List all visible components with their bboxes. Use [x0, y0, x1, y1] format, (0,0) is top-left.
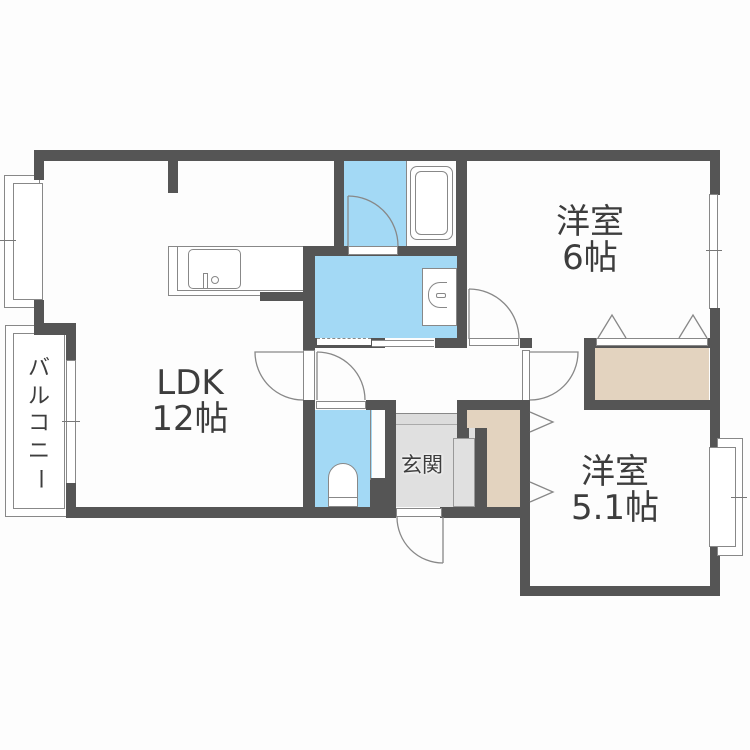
- wall-toilet-right: [385, 400, 396, 518]
- wall-ldk-left-top: [66, 323, 76, 361]
- wall-ldk-right-upper: [334, 150, 344, 246]
- wall-entrance-right2: [475, 400, 487, 518]
- wall-entrance-top: [457, 400, 530, 410]
- entrance-label: 玄関: [401, 453, 443, 477]
- wall-room2-bottom: [520, 586, 720, 596]
- wall-right-room1-lower: [710, 308, 720, 408]
- wall-washroom-bottom-right: [435, 338, 467, 348]
- wall-closet-left: [584, 338, 595, 410]
- storage-entrance: [487, 410, 521, 507]
- bath-area: [344, 161, 406, 246]
- wall-room2-left: [520, 400, 530, 596]
- toilet-icon: [328, 463, 358, 503]
- western-room-1-name: 洋室: [556, 202, 624, 242]
- wall-kitchen-back: [260, 292, 310, 301]
- wall-toilet-top-right: [366, 400, 396, 410]
- ldk-size: 12帖: [151, 398, 229, 439]
- washroom-door-frame: [317, 338, 371, 345]
- window-ldk-balcony: [66, 360, 76, 484]
- wall-room2-right-upper: [710, 400, 720, 450]
- window-room1: [709, 194, 718, 309]
- bath-door-frame: [348, 246, 398, 255]
- balcony-inner: [13, 333, 65, 509]
- wall-right-room1: [710, 150, 720, 195]
- balcony-char: バ: [27, 356, 50, 381]
- western-room-1-size: 6帖: [562, 237, 618, 278]
- washroom-sliding-frame: [372, 340, 434, 347]
- wall-top: [34, 150, 720, 161]
- faucet-icon: [203, 273, 208, 289]
- balcony-label: バ ル コ ニ ー: [26, 355, 52, 493]
- western-room-1-label: 洋室 6帖: [520, 202, 660, 278]
- washbasin-counter: [422, 268, 457, 326]
- faucet-knob-icon: [211, 276, 219, 284]
- wall-ldk-right: [303, 246, 315, 342]
- window-mark: [0, 240, 16, 241]
- wall-left-upper: [34, 150, 44, 180]
- wall-toilet-top: [303, 400, 315, 410]
- front-door-frame: [396, 508, 442, 517]
- closet-room1: [595, 348, 709, 400]
- window-mark: [706, 250, 722, 251]
- wall-left-stub: [34, 323, 76, 335]
- toilet-tank: [328, 497, 358, 507]
- bathtub-inner: [415, 171, 448, 235]
- ldk-label: LDK 12帖: [120, 363, 260, 439]
- window-mark: [731, 497, 747, 498]
- window-frame-ldk-top-inner: [13, 183, 43, 300]
- western-room-2-label: 洋室 5.1帖: [550, 452, 680, 528]
- wall-toilet-right-box: [370, 478, 396, 508]
- washbasin-icon: [428, 282, 447, 308]
- room2-door-frame: [522, 350, 530, 402]
- storage-entrance-top: [467, 410, 489, 428]
- western-room-2-name: 洋室: [581, 452, 649, 492]
- washbasin-faucet: [436, 293, 446, 298]
- ldk-name: LDK: [156, 363, 224, 403]
- balcony-char: ニ: [27, 438, 50, 464]
- wall-room1-bottom-left: [520, 338, 532, 348]
- ldk-door-frame: [303, 350, 315, 405]
- toilet-shelf: [370, 410, 371, 480]
- bath-divider: [406, 161, 407, 246]
- wall-ldk-left-bottom: [66, 483, 76, 518]
- wall-closet-bottom: [584, 400, 720, 410]
- toilet-door-frame: [316, 401, 366, 409]
- wall-ldk-right-lower: [303, 405, 315, 518]
- wall-room2-right-lower: [710, 545, 720, 595]
- wall-ldk-right-join: [303, 246, 344, 256]
- balcony-char: コ: [27, 411, 50, 436]
- room1-door-frame: [469, 338, 519, 346]
- shoe-cabinet-icon: [453, 438, 475, 507]
- western-room-2-size: 5.1帖: [570, 487, 660, 528]
- balcony-char: ー: [26, 467, 52, 490]
- window-mark: [62, 421, 80, 422]
- wall-hall-left: [303, 338, 315, 350]
- balcony-char: ル: [27, 383, 50, 409]
- wall-bottom-ldk: [66, 507, 392, 518]
- wall-bath-bottom: [344, 246, 466, 256]
- wall-stub-top: [168, 150, 178, 193]
- closet-door-frame: [596, 338, 708, 346]
- wall-left-mid: [34, 300, 44, 335]
- entrance-step: [396, 413, 467, 425]
